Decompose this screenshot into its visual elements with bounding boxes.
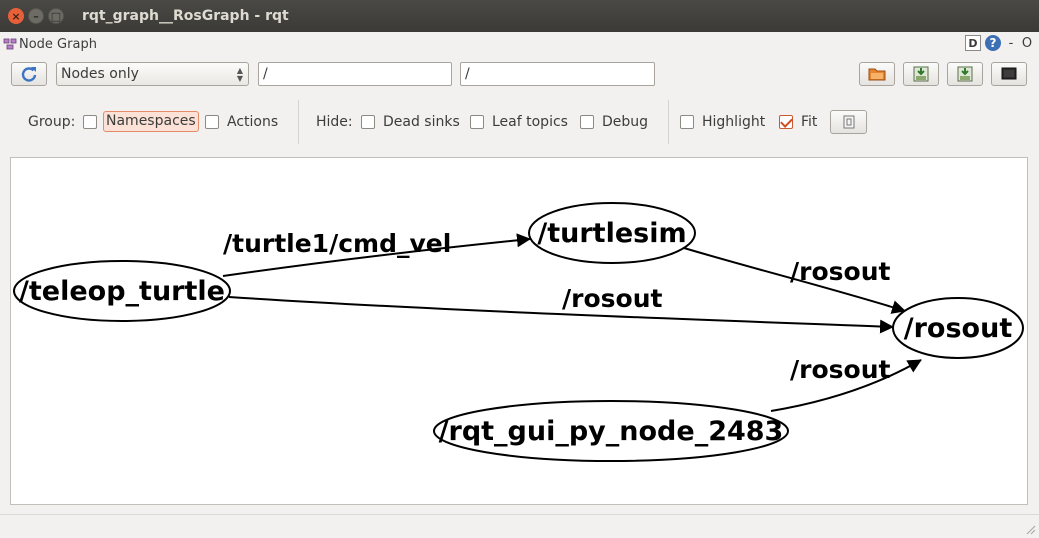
node-label: /rosout xyxy=(904,313,1013,344)
save-dot-button[interactable] xyxy=(903,62,939,86)
minimize-window-button[interactable]: – xyxy=(28,8,44,24)
options-separator xyxy=(668,100,669,144)
node-graph-plugin-icon xyxy=(3,37,17,51)
graph-canvas[interactable]: /turtle1/cmd_vel /rosout /rosout /rosout… xyxy=(10,157,1028,505)
close-window-button[interactable]: × xyxy=(8,8,24,24)
resize-grip-icon[interactable] xyxy=(1026,525,1036,535)
fit-label[interactable]: Fit xyxy=(801,114,818,130)
window-titlebar: × – □ rqt_graph__RosGraph - rqt xyxy=(0,0,1039,32)
leaf-topics-checkbox[interactable] xyxy=(470,115,484,129)
graph-mode-value: Nodes only xyxy=(61,66,139,82)
status-bar xyxy=(0,514,1039,538)
graph-node-turtlesim[interactable]: /turtlesim xyxy=(528,202,696,264)
namespaces-checkbox[interactable] xyxy=(83,115,97,129)
plugin-title: Node Graph xyxy=(19,36,97,52)
graph-node-rosout[interactable]: /rosout xyxy=(892,297,1024,359)
highlight-label[interactable]: Highlight xyxy=(702,114,766,130)
save-dot-icon xyxy=(913,66,929,82)
namespaces-label[interactable]: Namespaces xyxy=(103,111,199,132)
close-plugin-icon[interactable]: O xyxy=(1021,35,1033,51)
edge-teleop-to-turtlesim[interactable] xyxy=(222,233,531,277)
leaf-topics-label[interactable]: Leaf topics xyxy=(492,114,568,130)
group-label: Group: xyxy=(28,114,76,130)
screenshot-icon xyxy=(1001,67,1017,80)
fit-checkbox[interactable] xyxy=(779,115,793,129)
select-arrows-icon: ▲▼ xyxy=(236,66,243,83)
highlight-checkbox[interactable] xyxy=(680,115,694,129)
hide-label: Hide: xyxy=(316,114,353,130)
fit-view-icon xyxy=(843,115,854,129)
edge-teleop-to-rosout[interactable] xyxy=(228,296,894,334)
dead-sinks-checkbox[interactable] xyxy=(361,115,375,129)
topic-filter-input[interactable] xyxy=(460,62,655,86)
edge-label-rosout: /rosout xyxy=(562,284,662,313)
graph-options-bar: Group: Namespaces Actions Hide: Dead sin… xyxy=(0,100,1039,144)
minimize-plugin-icon[interactable]: - xyxy=(1008,35,1014,51)
edge-label-cmd-vel: /turtle1/cmd_vel xyxy=(223,229,451,258)
refresh-icon xyxy=(21,67,37,82)
maximize-window-button[interactable]: □ xyxy=(48,8,64,24)
graph-node-rqt-gui-py-node[interactable]: /rqt_gui_py_node_2483 xyxy=(433,400,789,462)
node-label: /teleop_turtle xyxy=(19,276,225,307)
dead-sinks-label[interactable]: Dead sinks xyxy=(383,114,460,130)
fit-view-button[interactable] xyxy=(830,110,867,134)
node-filter-input[interactable] xyxy=(258,62,452,86)
graph-toolbar: Nodes only ▲▼ xyxy=(0,60,1039,88)
debug-label[interactable]: Debug xyxy=(602,114,649,130)
graph-node-teleop-turtle[interactable]: /teleop_turtle xyxy=(13,260,231,322)
edge-rqtgui-to-rosout[interactable] xyxy=(770,359,922,412)
actions-label[interactable]: Actions xyxy=(227,114,279,130)
help-icon[interactable]: ? xyxy=(985,35,1001,51)
plugin-header: Node Graph D ? - O xyxy=(0,32,1039,56)
window-title: rqt_graph__RosGraph - rqt xyxy=(82,8,289,24)
actions-checkbox[interactable] xyxy=(205,115,219,129)
edge-label-rosout: /rosout xyxy=(790,355,890,384)
graph-mode-select[interactable]: Nodes only ▲▼ xyxy=(56,62,249,86)
save-image-button[interactable] xyxy=(947,62,983,86)
refresh-button[interactable] xyxy=(11,62,47,86)
ros-graph: /turtle1/cmd_vel /rosout /rosout /rosout… xyxy=(13,202,1024,462)
edge-turtlesim-to-rosout[interactable] xyxy=(683,247,906,314)
open-folder-icon xyxy=(868,68,886,81)
edge-label-rosout: /rosout xyxy=(790,257,890,286)
load-dot-button[interactable] xyxy=(859,62,895,86)
debug-checkbox[interactable] xyxy=(580,115,594,129)
save-image-icon xyxy=(957,66,973,82)
dock-toggle-icon[interactable]: D xyxy=(965,35,981,51)
screenshot-button[interactable] xyxy=(991,62,1027,86)
node-label: /turtlesim xyxy=(537,218,686,249)
options-separator xyxy=(298,100,299,144)
node-label: /rqt_gui_py_node_2483 xyxy=(439,416,784,447)
